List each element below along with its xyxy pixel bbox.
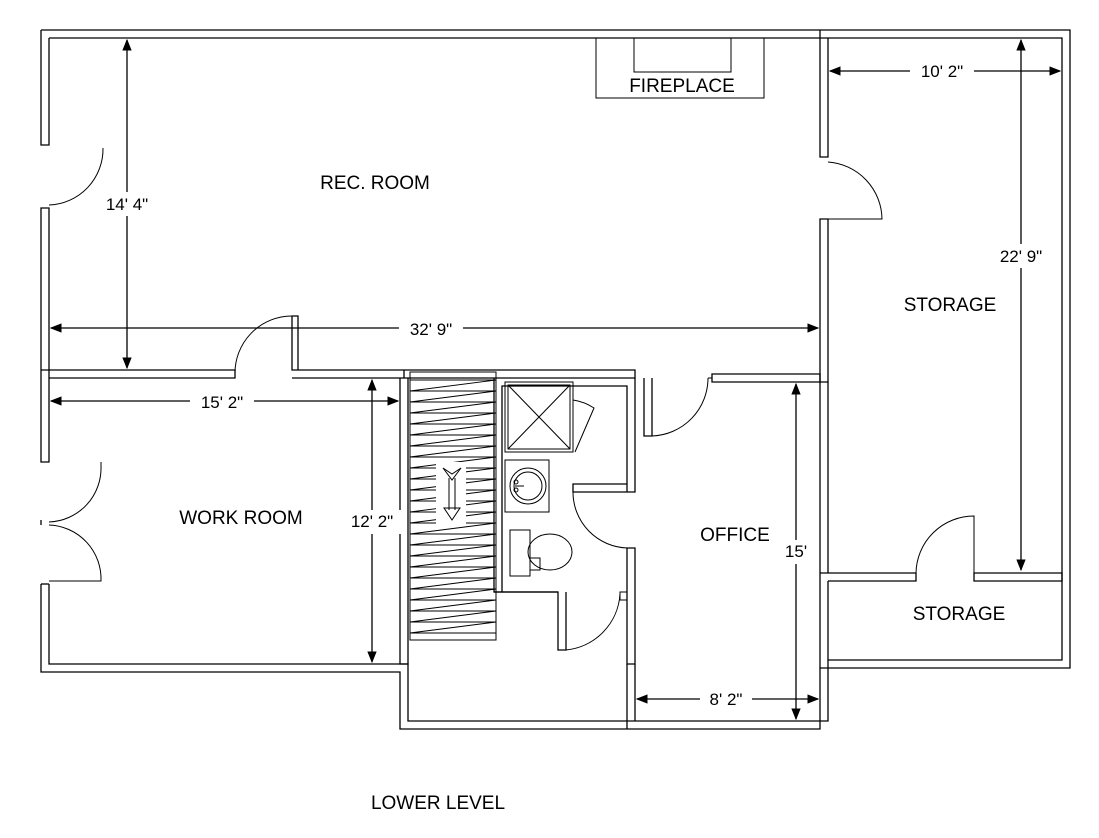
shower-icon	[504, 381, 595, 453]
dim-rec-room-depth: 14' 4"	[106, 195, 148, 214]
dim-office-width: 8' 2"	[710, 690, 743, 709]
dim-storage-depth: 22' 9"	[1000, 247, 1042, 266]
stair-direction-arrow-icon	[436, 462, 466, 524]
dim-work-room-width: 15' 2"	[201, 393, 243, 412]
interior-walls	[41, 30, 1063, 729]
rec-room-label: REC. ROOM	[320, 173, 430, 194]
doors	[48, 147, 975, 651]
fireplace-label: FIREPLACE	[629, 76, 735, 97]
dim-work-room-depth: 12' 2"	[351, 512, 393, 531]
office-label: OFFICE	[700, 525, 770, 546]
plan-caption: LOWER LEVEL	[371, 793, 505, 814]
sink-icon	[504, 459, 550, 513]
dimension-lines	[49, 38, 1062, 721]
storage-lower-label: STORAGE	[913, 604, 1006, 625]
bathroom-fixtures	[504, 381, 595, 577]
dim-office-depth: 15'	[785, 542, 807, 561]
toilet-icon	[509, 529, 573, 577]
storage-upper-label: STORAGE	[904, 295, 997, 316]
dim-storage-width: 10' 2"	[921, 62, 963, 81]
fireplace: FIREPLACE	[595, 38, 765, 99]
exterior-walls	[40, 29, 1071, 730]
dim-rec-room-width: 32' 9"	[410, 320, 452, 339]
room-labels: REC. ROOM STORAGE STORAGE WORK ROOM OFFI…	[179, 173, 1005, 625]
dimension-labels: 14' 4" 32' 9" 10' 2" 22' 9" 15' 2" 12' 2…	[98, 60, 1052, 712]
work-room-label: WORK ROOM	[179, 508, 303, 529]
staircase	[409, 371, 497, 641]
